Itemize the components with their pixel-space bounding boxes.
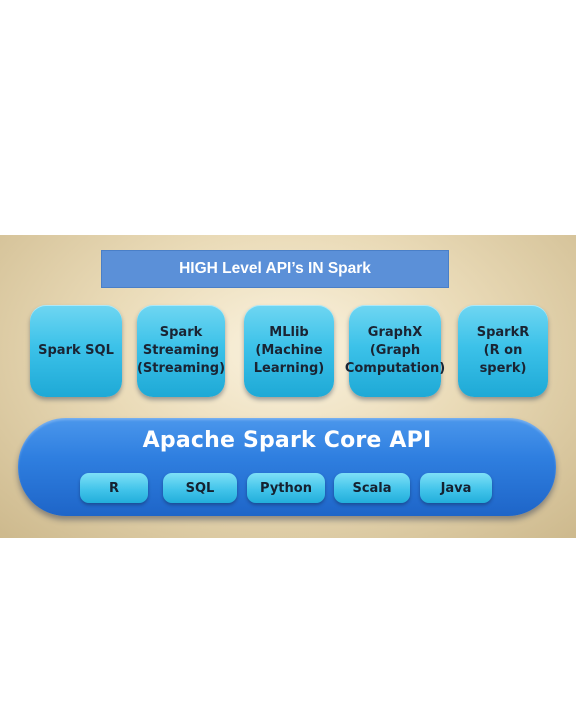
module-spark-streaming: Spark Streaming (Streaming): [137, 305, 225, 397]
module-graphx: GraphX (Graph Computation): [345, 305, 445, 397]
language-sql: SQL: [163, 473, 237, 503]
module-row: Spark SQL Spark Streaming (Streaming) ML…: [0, 305, 576, 397]
core-api-title: Apache Spark Core API: [142, 428, 432, 453]
language-scala: Scala: [334, 473, 410, 503]
core-api-block: Apache Spark Core API R SQL Python Scala…: [18, 418, 556, 516]
banner-title: HIGH Level API’s IN Spark: [179, 260, 371, 277]
module-sparkr: SparkR (R on sperk): [458, 305, 548, 397]
language-r: R: [80, 473, 148, 503]
spark-architecture-diagram: HIGH Level API’s IN Spark Spark SQL Spar…: [0, 235, 576, 538]
language-python: Python: [247, 473, 325, 503]
module-mllib: MLlib (Machine Learning): [244, 305, 334, 397]
language-java: Java: [420, 473, 492, 503]
module-spark-sql: Spark SQL: [30, 305, 122, 397]
high-level-api-banner: HIGH Level API’s IN Spark: [101, 250, 449, 288]
